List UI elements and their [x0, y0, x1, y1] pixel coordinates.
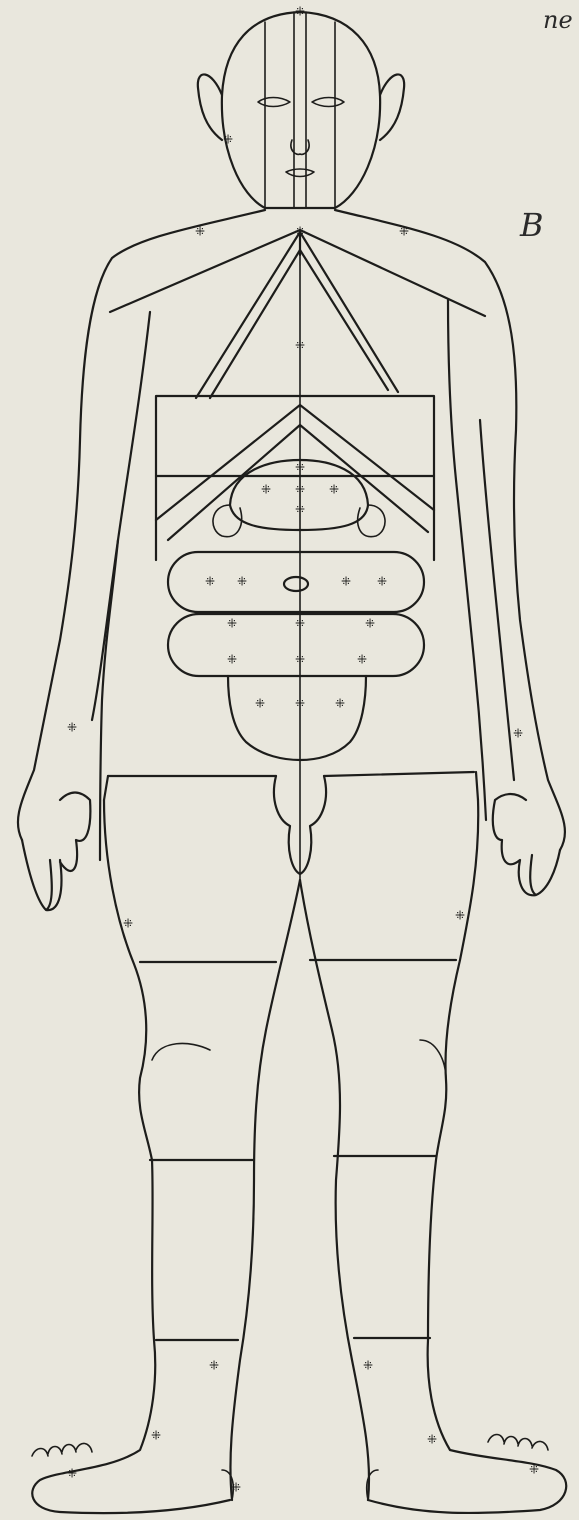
- point-marker: ⁜: [399, 225, 409, 239]
- point-marker: ⁜: [295, 225, 305, 239]
- point-marker: ⁜: [295, 483, 305, 497]
- point-marker: ⁜: [123, 917, 133, 931]
- point-marker: ⁜: [357, 653, 367, 667]
- point-marker: ⁜: [365, 617, 375, 631]
- point-marker: ⁜: [363, 1359, 373, 1373]
- point-marker: ⁜: [205, 575, 215, 589]
- point-marker: ⁜: [227, 617, 237, 631]
- pelvis: [104, 772, 478, 874]
- point-marker: ⁜: [231, 1481, 241, 1495]
- point-marker: ⁜: [67, 721, 77, 735]
- point-marker: ⁜: [529, 1463, 539, 1477]
- point-marker: ⁜: [209, 1359, 219, 1373]
- point-marker: ⁜: [455, 909, 465, 923]
- point-marker: ⁜: [295, 697, 305, 711]
- head: [198, 12, 404, 208]
- chest-triangle: [196, 232, 398, 398]
- point-marker: ⁜: [341, 575, 351, 589]
- point-marker: ⁜: [295, 5, 305, 19]
- point-marker: ⁜: [513, 727, 523, 741]
- point-marker: ⁜: [223, 133, 233, 147]
- point-marker: ⁜: [227, 653, 237, 667]
- point-marker: ⁜: [195, 225, 205, 239]
- point-marker: ⁜: [151, 1429, 161, 1443]
- point-markers: ⁜ ⁜ ⁜ ⁜ ⁜ ⁜ ⁜ ⁜ ⁜ ⁜ ⁜ ⁜ ⁜ ⁜ ⁜ ⁜ ⁜ ⁜ ⁜ ⁜ ⁜ ⁜ ⁜ ⁜ ⁜ ⁜ ⁜ ⁜ ⁜ ⁜ ⁜ ⁜ ⁜ ⁜ ⁜: [67, 5, 539, 1495]
- point-marker: ⁜: [261, 483, 271, 497]
- legs: [32, 800, 566, 1513]
- point-marker: ⁜: [295, 617, 305, 631]
- point-marker: ⁜: [335, 697, 345, 711]
- point-marker: ⁜: [255, 697, 265, 711]
- point-marker: ⁜: [329, 483, 339, 497]
- point-marker: ⁜: [295, 461, 305, 475]
- point-marker: ⁜: [67, 1467, 77, 1481]
- point-marker: ⁜: [427, 1433, 437, 1447]
- point-marker: ⁜: [295, 503, 305, 517]
- point-marker: ⁜: [295, 339, 305, 353]
- abdomen-panel: [156, 396, 434, 560]
- point-marker: ⁜: [295, 653, 305, 667]
- point-marker: ⁜: [377, 575, 387, 589]
- torso-and-arms: [18, 210, 565, 910]
- point-marker: ⁜: [237, 575, 247, 589]
